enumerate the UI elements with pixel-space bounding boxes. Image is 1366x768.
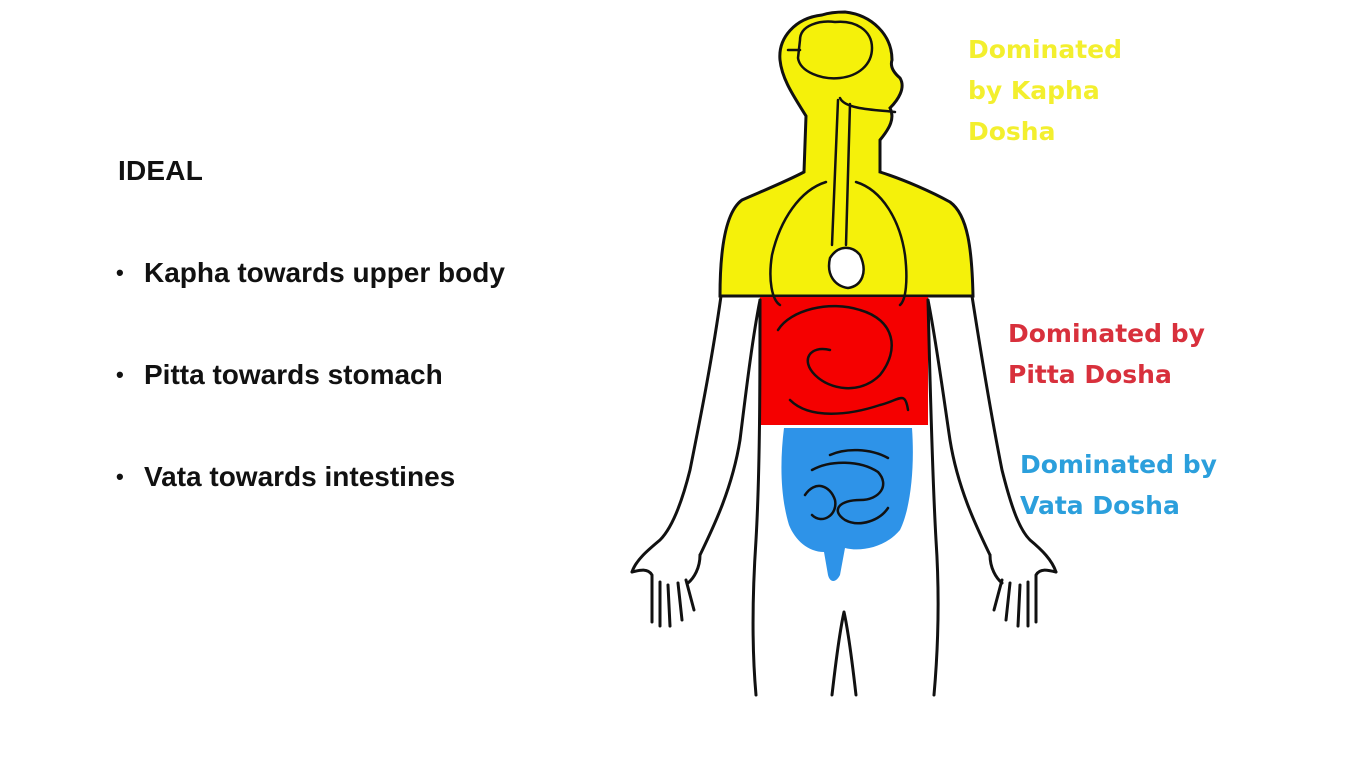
vata-label-line: Dominated by [1020,450,1217,479]
pitta-zone [760,297,928,425]
bullet-text: Vata towards intestines [144,461,456,492]
vata-label: Dominated by Vata Dosha [1020,444,1217,526]
organ-details [769,20,910,525]
vata-zone [781,428,913,581]
bullet-text: Pitta towards stomach [144,359,443,390]
slide-heading: IDEAL [118,155,203,186]
kapha-label: Dominated by Kapha Dosha [968,29,1122,152]
bullet-item-kapha: • Kapha towards upper body [116,256,505,290]
bullet-item-vata: • Vata towards intestines [116,460,505,494]
vata-label-line: Vata Dosha [1020,491,1180,520]
bullet-marker: • [116,260,124,285]
kapha-label-line: by Kapha [968,76,1100,105]
body-outline [630,294,1058,697]
human-body-illustration [630,10,1058,697]
bullet-list: • Kapha towards upper body • Pitta towar… [116,256,505,562]
kapha-label-line: Dominated [968,35,1123,64]
bullet-item-pitta: • Pitta towards stomach [116,358,505,392]
bullet-marker: • [116,362,124,387]
bullet-text: Kapha towards upper body [144,257,505,288]
kapha-label-line: Dosha [968,117,1056,146]
pitta-label: Dominated by Pitta Dosha [1008,313,1205,395]
pitta-label-line: Dominated by [1008,319,1205,348]
pitta-label-line: Pitta Dosha [1008,360,1172,389]
bullet-marker: • [116,464,124,489]
